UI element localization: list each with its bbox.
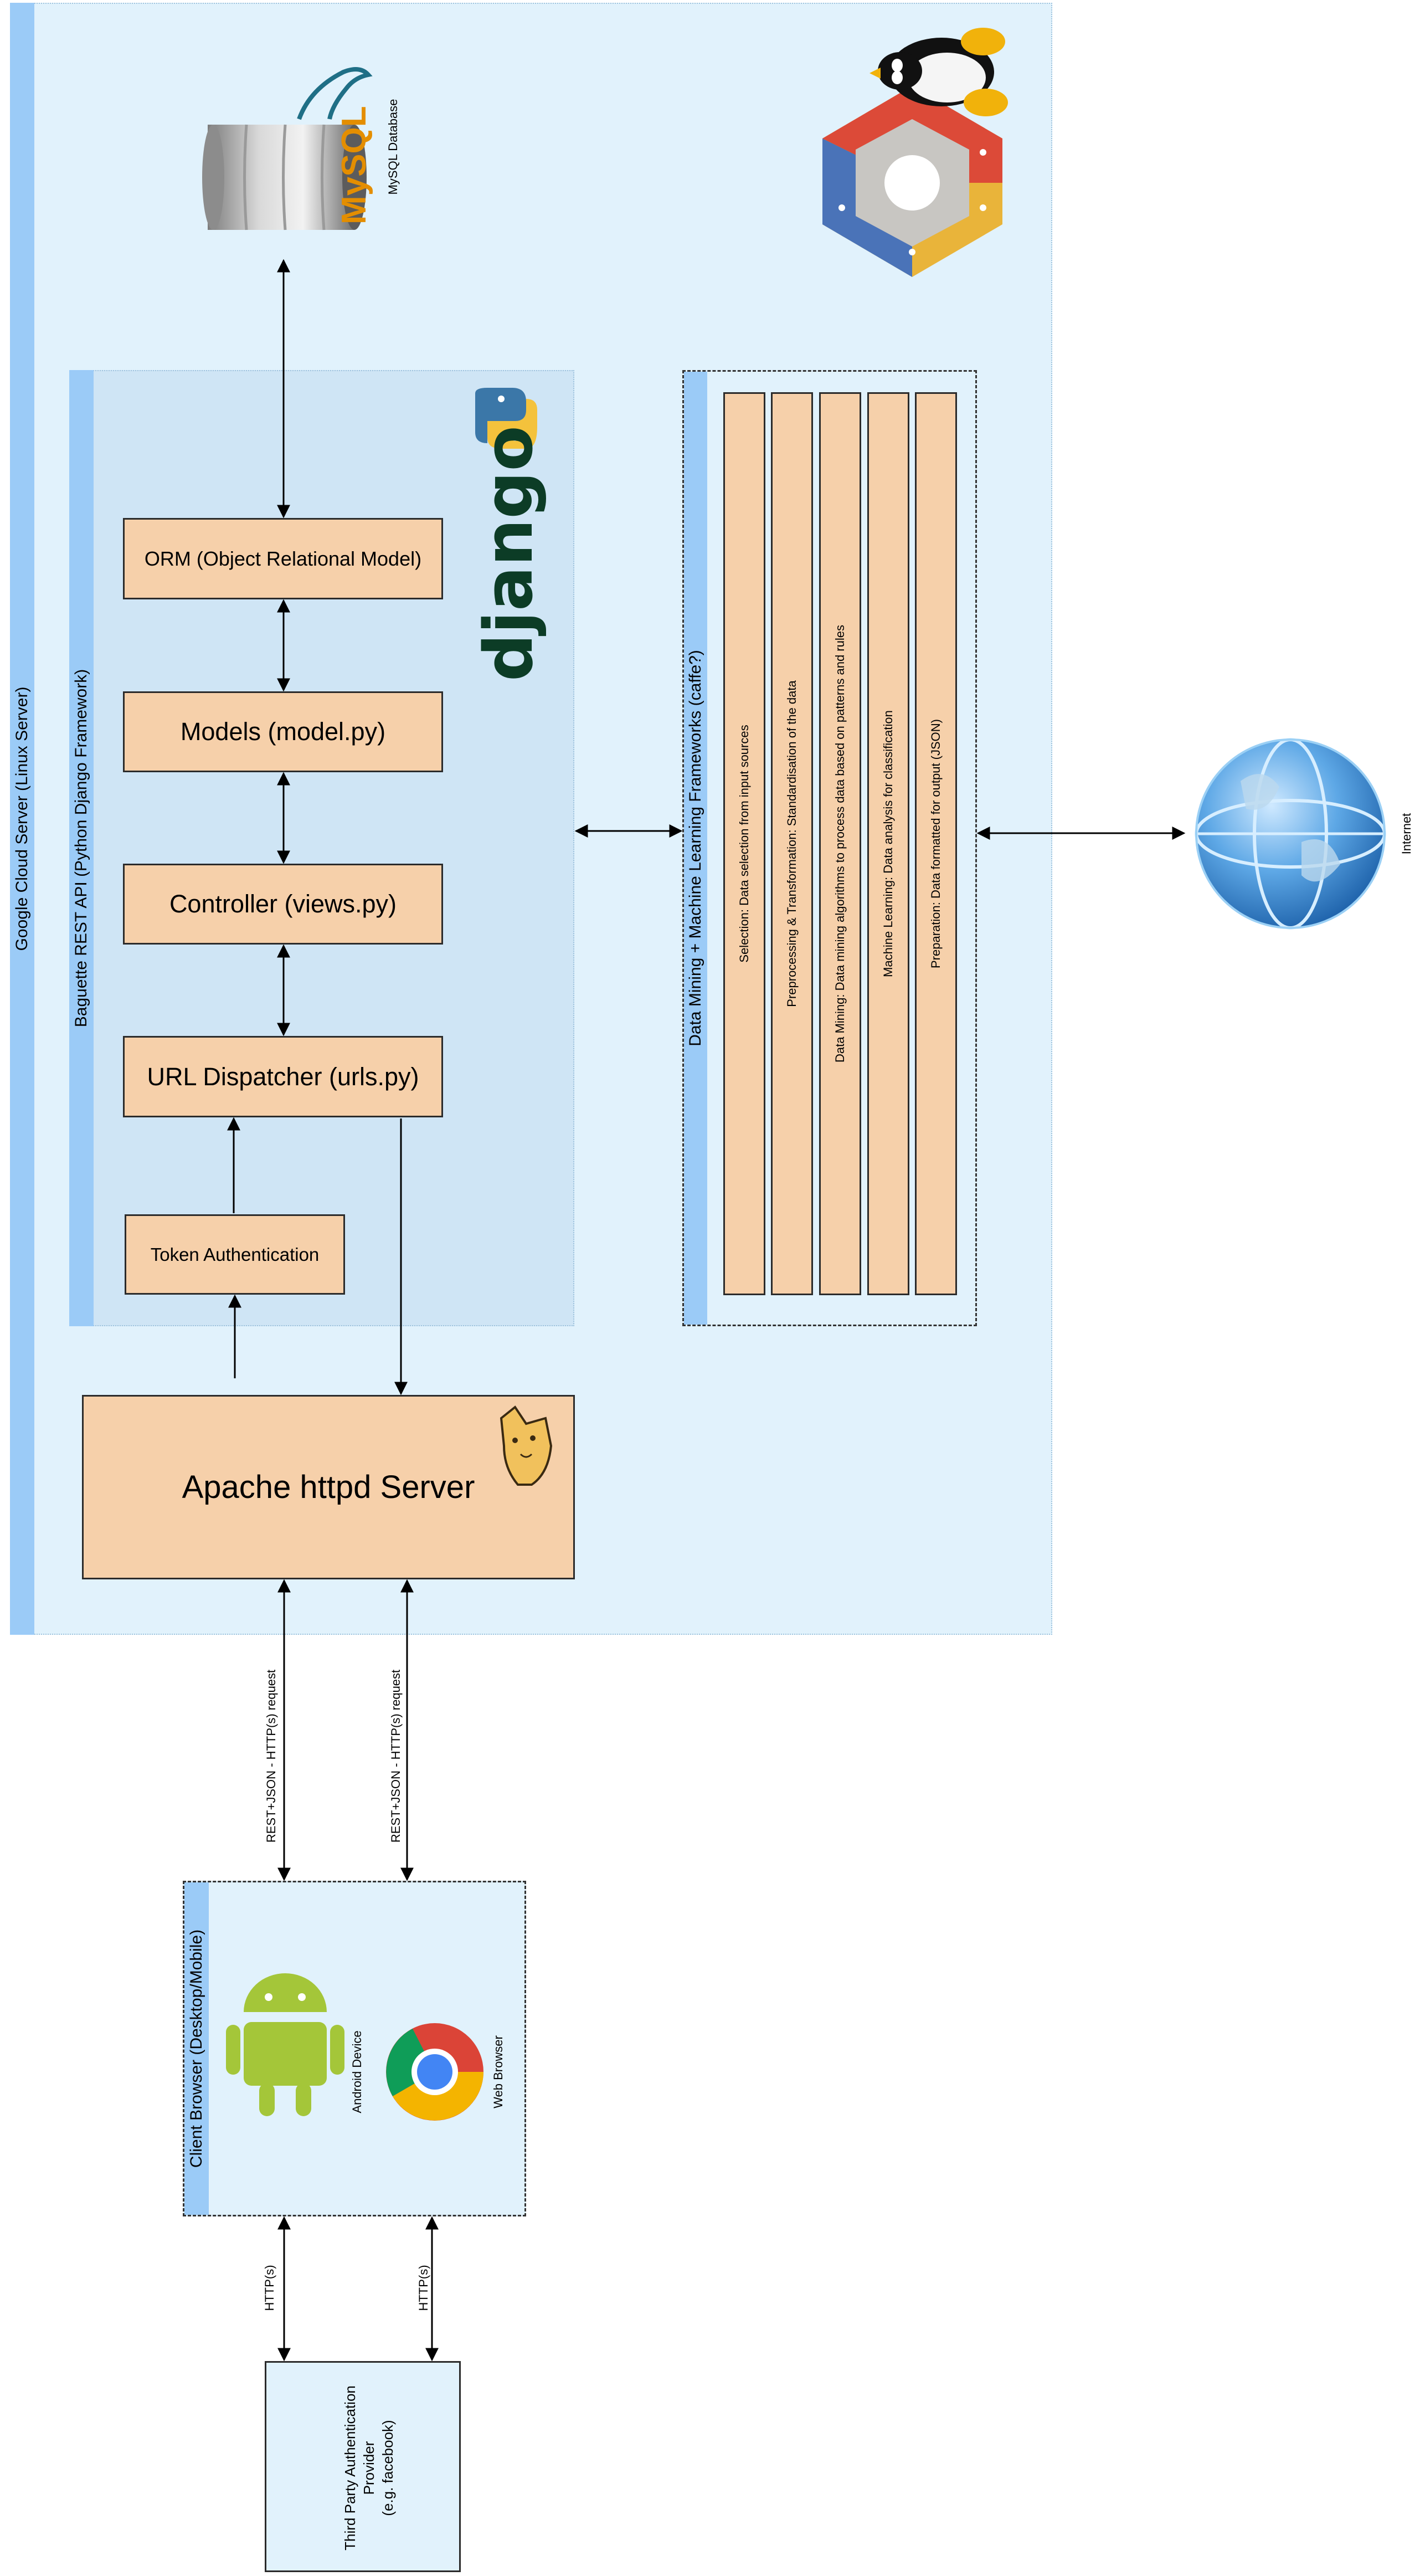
controller-box: Controller (views.py) [123, 864, 443, 945]
connectors [227, 259, 1186, 2362]
controller-label: Controller (views.py) [169, 890, 397, 918]
python-logo-icon [475, 388, 537, 449]
tux-penguin-icon [870, 28, 1008, 116]
mysql-logo: MySQL [297, 67, 373, 224]
third-party-auth-box: Third Party Authentication Provider (e.g… [265, 2361, 461, 2572]
data-mining-stripe: Data Mining + Machine Learning Framework… [684, 372, 707, 1325]
android-icon [226, 1973, 344, 2116]
models-label: Models (model.py) [180, 717, 386, 746]
stage-preprocessing: Preprocessing & Transformation: Standard… [771, 392, 813, 1295]
google-compute-engine-icon [822, 86, 1002, 277]
apache-server-label: Apache httpd Server [182, 1469, 475, 1505]
database-icon [202, 124, 367, 230]
orm-box: ORM (Object Relational Model) [123, 518, 443, 599]
google-cloud-server-stripe: Google Cloud Server (Linux Server) [10, 3, 34, 1635]
token-authentication-box: Token Authentication [125, 1214, 345, 1295]
url-dispatcher-box: URL Dispatcher (urls.py) [123, 1036, 443, 1117]
token-authentication-label: Token Authentication [150, 1244, 320, 1265]
stage-data-mining: Data Mining: Data mining algorithms to p… [819, 392, 861, 1295]
dolphin-icon [297, 67, 373, 120]
django-api-stripe: Baguette REST API (Python Django Framewo… [69, 370, 94, 1326]
stage-preparation: Preparation: Data formatted for output (… [915, 392, 957, 1295]
stage-selection: Selection: Data selection from input sou… [723, 392, 765, 1295]
url-dispatcher-label: URL Dispatcher (urls.py) [147, 1062, 419, 1091]
tomcat-logo-icon [500, 1405, 553, 1486]
globe-icon [1195, 738, 1386, 930]
models-box: Models (model.py) [123, 691, 443, 772]
stage-machine-learning: Machine Learning: Data analysis for clas… [867, 392, 909, 1295]
django-logo: django [471, 425, 548, 681]
mysql-logo-text: MySQL [335, 106, 373, 224]
client-browser-stripe: Client Browser (Desktop/Mobile) [184, 1882, 209, 2215]
orm-label: ORM (Object Relational Model) [144, 547, 422, 570]
chrome-icon [386, 2023, 483, 2121]
apache-server-box: Apache httpd Server [82, 1395, 575, 1579]
